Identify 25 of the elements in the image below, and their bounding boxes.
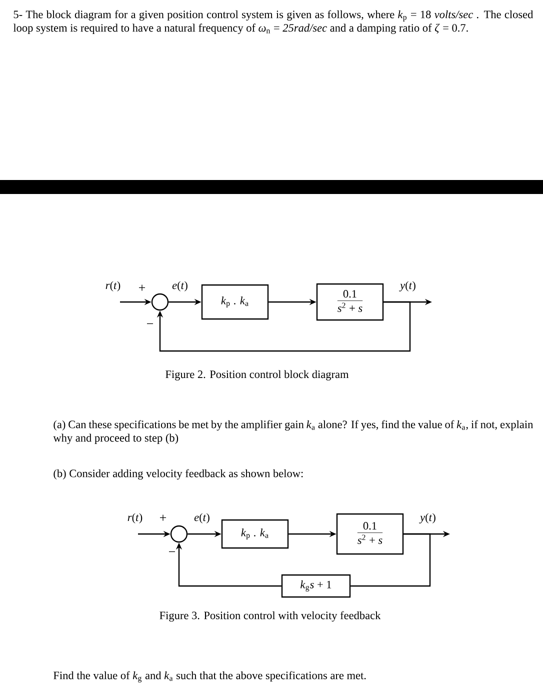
sign-label: − bbox=[146, 323, 154, 324]
arrow bbox=[156, 301, 411, 352]
signal-label: e(t) bbox=[193, 512, 211, 524]
figure-caption: Figure 3. Position control with velocity feedback bbox=[160, 611, 381, 622]
transfer-function-block: 0.1 s$^{2}$ + s bbox=[316, 283, 384, 321]
gain-block: k$_{g}$s + 1 bbox=[281, 574, 351, 598]
sign-label: + bbox=[160, 514, 166, 521]
problem-text: 5- The block diagram for a given position control system is given as follows, where k$_{p}$ = 18 volts/sec . The closed loop system is required to have a natural frequency of ω$_{n}$ = 25rad/sec and a damping ratio of ζ = 0.7. bbox=[13, 10, 534, 34]
question-text: (a) Can these specifications be met by the amplifier gain k$_{a}$ alone? If yes, find the value of k$_{a}$, if not, explain why and proceed to step (b) bbox=[53, 420, 534, 444]
signal-label: r(t) bbox=[104, 280, 122, 292]
summing-junction bbox=[170, 525, 188, 543]
signal-label: r(t) bbox=[126, 512, 144, 524]
sign-label: + bbox=[138, 284, 146, 291]
gain-block: k$_{p}$ . k$_{a}$ bbox=[201, 284, 269, 320]
gain-block: k$_{p}$ . k$_{a}$ bbox=[221, 519, 289, 549]
separator-bar bbox=[0, 180, 543, 194]
summing-junction bbox=[151, 293, 169, 311]
question-text: (b) Consider adding velocity feedback as shown below: bbox=[54, 469, 303, 480]
signal-label: y(t) bbox=[399, 280, 417, 292]
signal-label: e(t) bbox=[171, 280, 189, 292]
question-text: Find the value of k$_{g}$ and k$_{a}$ such that the above specifications are met. bbox=[54, 671, 366, 682]
transfer-function-block: 0.1 s$^{2}$ + s bbox=[336, 513, 404, 555]
signal-label: y(t) bbox=[419, 512, 437, 524]
sign-label: − bbox=[168, 551, 176, 552]
figure-caption: Figure 2. Position control block diagram bbox=[166, 370, 349, 380]
